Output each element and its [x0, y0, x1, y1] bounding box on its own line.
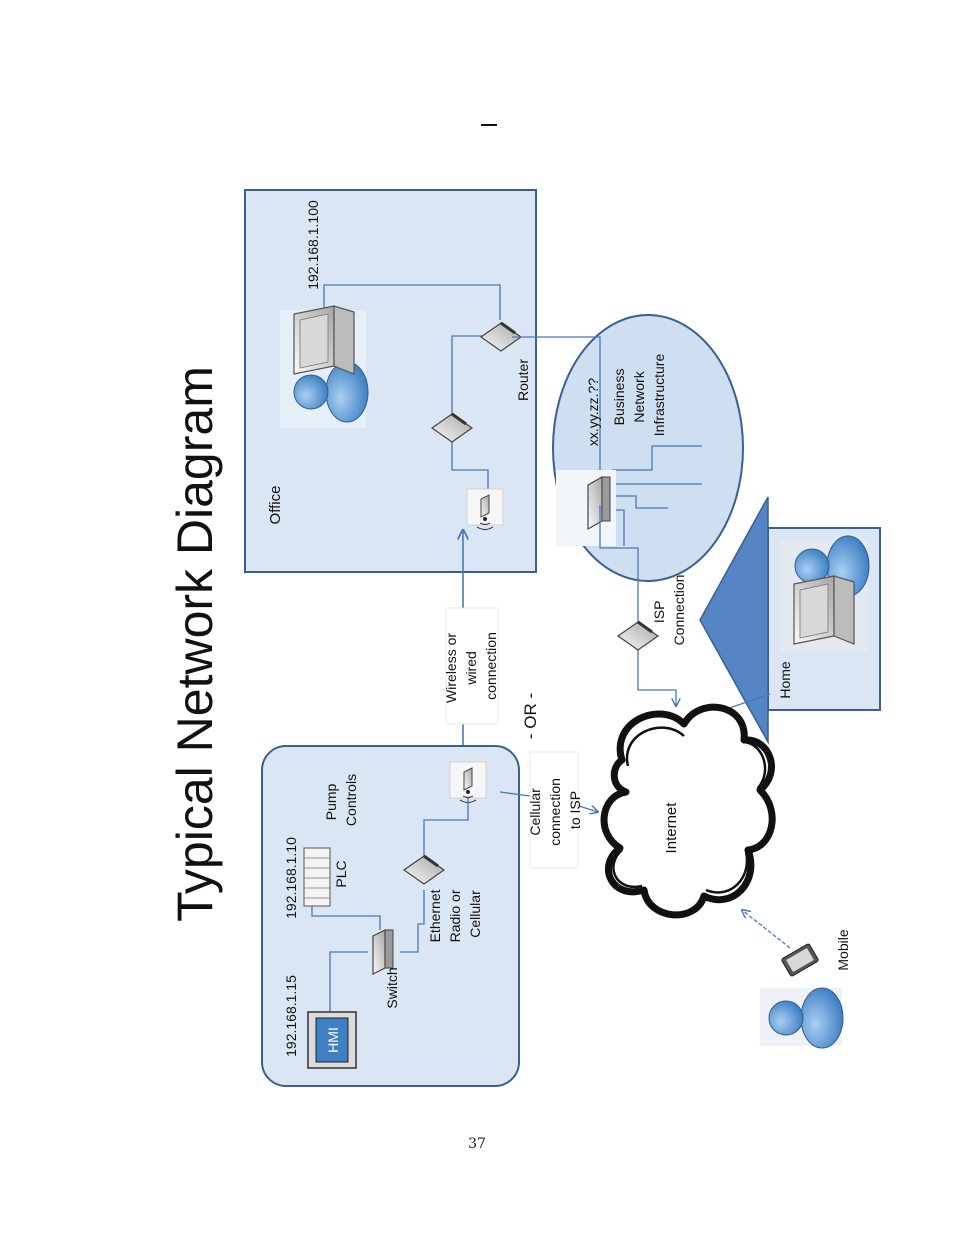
internet-label: Internet — [663, 802, 680, 854]
isp-connection-line-1: ISP — [651, 601, 667, 623]
isp-connection-line-2: Connection — [671, 575, 687, 646]
router-isp-link — [512, 336, 601, 480]
wireless-line-3: connection — [483, 632, 499, 700]
field-antenna-icon — [449, 761, 487, 803]
cellular-line-1: Cellular — [527, 788, 543, 836]
diagram-title: Typical Network Diagram — [167, 366, 223, 922]
hmi-ip-label: 192.168.1.15 — [283, 975, 299, 1057]
router-ap-link — [451, 335, 490, 492]
router-label: Router — [515, 359, 531, 401]
plc-switch-link — [311, 906, 381, 930]
plc-icon — [303, 847, 331, 907]
isp-modem-icon — [616, 620, 660, 652]
wireless-line-2: wired — [463, 651, 479, 685]
internet-cloud — [600, 703, 776, 919]
mobile-internet-link — [742, 910, 791, 949]
business-branch-3 — [612, 495, 668, 509]
ethernet-radio-label: Ethernet Radio or Cellular — [427, 886, 483, 943]
home-label: Home — [777, 661, 793, 699]
hmi-switch-link — [329, 951, 368, 1012]
business-network-line-2: Network — [631, 370, 647, 422]
business-router-icon — [587, 475, 611, 531]
radio-switch-link — [400, 890, 425, 953]
isp-connection-label: ISP Connection — [651, 575, 687, 646]
office-label: Office — [267, 486, 284, 525]
hmi-icon — [307, 1011, 357, 1069]
ethernet-radio-line-1: Ethernet — [427, 889, 443, 942]
business-branch-1 — [612, 445, 702, 471]
business-network-line-1: Business — [611, 369, 627, 426]
pump-controls-line-2: Controls — [343, 774, 359, 826]
office-pc-ip: 192.168.1.100 — [305, 200, 321, 290]
mobile-device-icon — [781, 943, 819, 977]
home-roof — [699, 496, 769, 745]
wireless-connection-label: Wireless or wired connection — [443, 629, 499, 703]
plc-label: PLC — [333, 860, 349, 887]
business-network-line-3: Infrastructure — [651, 354, 667, 437]
switch-label: Switch — [384, 967, 400, 1008]
pump-controls-label: Pump Controls — [323, 774, 359, 826]
business-network-label: Business Network Infrastructure — [611, 354, 667, 437]
switch-icon — [372, 929, 394, 975]
or-label: - OR - — [521, 693, 540, 739]
ethernet-radio-line-3: Cellular — [467, 890, 483, 938]
isp-ip-label: xx.yy.zz.?? — [585, 378, 601, 446]
cellular-connection-label: Cellular connection to ISP — [527, 774, 583, 846]
cellular-line-3: to ISP — [567, 791, 583, 829]
ethernet-radio-line-2: Radio or — [447, 889, 463, 942]
dash-mark — [481, 124, 497, 126]
cellular-label-bg — [529, 751, 579, 869]
home-laptop-icon — [793, 575, 855, 645]
cellular-line-2: connection — [547, 778, 563, 846]
field-site-zone — [261, 745, 520, 1087]
plc-ip-label: 192.168.1.10 — [283, 837, 299, 919]
page-number: 37 — [468, 1136, 486, 1152]
wireless-label-bg — [445, 607, 499, 725]
antenna-radio-link — [423, 798, 469, 856]
hmi-label: HMI — [325, 1027, 341, 1053]
pump-controls-line-1: Pump — [323, 783, 339, 820]
office-antenna-icon — [466, 488, 504, 530]
office-laptop-icon — [293, 305, 355, 375]
isp-link — [599, 505, 676, 706]
wireless-line-1: Wireless or — [443, 633, 459, 703]
mobile-label: Mobile — [835, 929, 851, 970]
